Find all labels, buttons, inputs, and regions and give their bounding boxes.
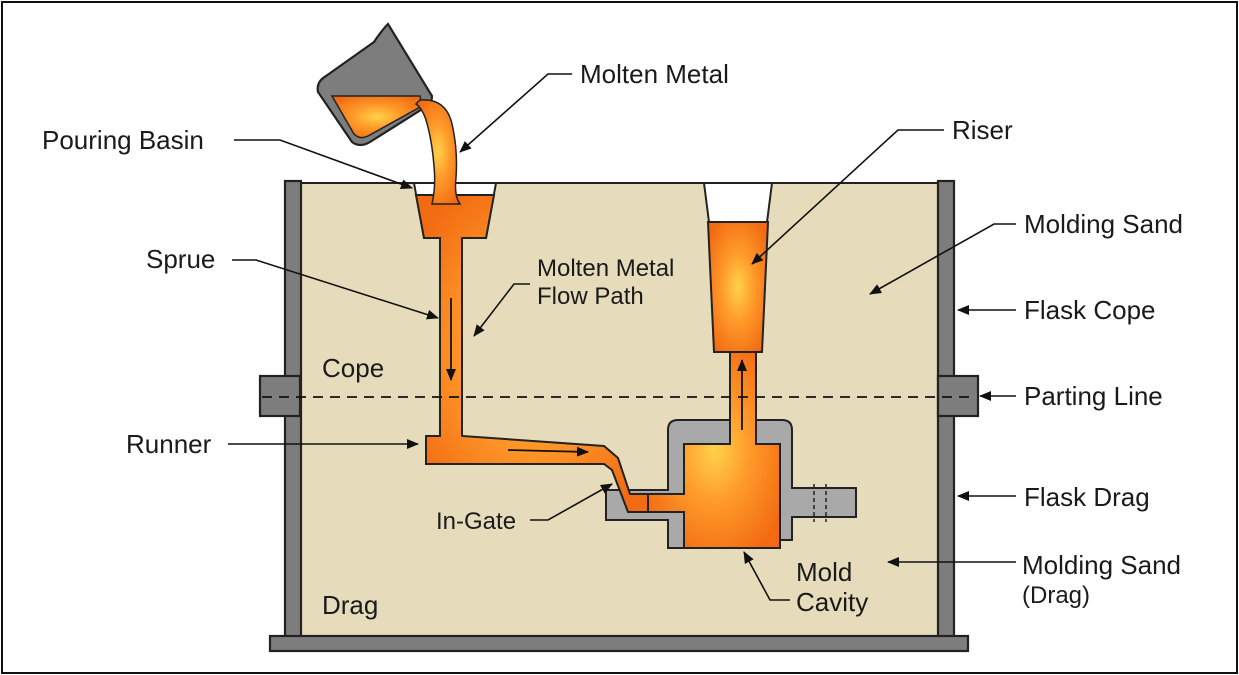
pouring-stream [414,99,462,205]
label-cope: Cope [322,353,384,383]
leader-riser [751,129,944,265]
flask-right-flange [936,374,980,418]
label-flow-path-line2: Flow Path [537,283,644,310]
label-pouring-basin: Pouring Basin [42,125,204,155]
leader-molten-metal [459,73,572,153]
label-flask-cope: Flask Cope [1024,295,1156,325]
leader-sprue [232,259,439,320]
label-flow-path-line1: Molten Metal [537,255,674,282]
leader-molding-sand [869,223,1016,295]
flask-base-plate [268,634,970,653]
label-molding-sand: Molding Sand [1024,209,1183,239]
leader-flow-path [473,283,530,337]
label-molding-sand-drag-line2: (Drag) [1022,582,1090,609]
label-molten-metal: Molten Metal [580,59,729,89]
label-riser: Riser [952,115,1013,145]
leader-in-gate [530,483,613,521]
flow-arrow-runner [507,446,589,457]
label-in-gate: In-Gate [436,508,516,535]
label-mold-cavity-line2: Cavity [796,587,868,617]
label-drag: Drag [322,590,378,620]
leader-pouring-basin [234,139,413,189]
label-sprue: Sprue [146,244,215,274]
label-flask-drag: Flask Drag [1024,482,1150,512]
leader-mold-cavity [743,551,790,601]
label-parting-line: Parting Line [1024,381,1163,411]
flask-left-flange [258,374,302,418]
label-mold-cavity-line1: Mold [796,557,852,587]
label-molding-sand-drag-line1: Molding Sand [1022,550,1181,580]
molding-sand-body [299,182,939,638]
riser-metal [706,221,770,353]
label-runner: Runner [126,429,212,459]
ladle-molten-metal [330,95,423,139]
